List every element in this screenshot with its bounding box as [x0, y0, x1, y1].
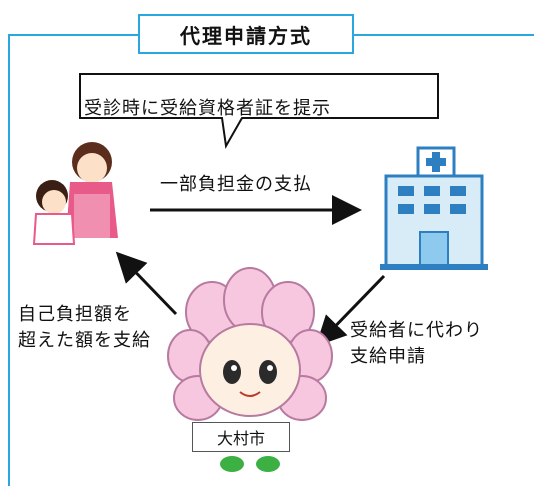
arrow-left-label: 自己負担額を 超えた額を支給 — [18, 302, 151, 354]
mother-child-illustration — [32, 142, 118, 245]
frame-line-left-top — [8, 34, 138, 36]
diagram-title: 代理申請方式 — [138, 14, 354, 54]
arrow-left-label-line2: 超えた額を支給 — [18, 330, 151, 351]
speech-bubble-text: 受診時に受給資格者証を提示 — [84, 98, 331, 119]
arrow-right-label: 受給者に代わり 支給申請 — [350, 318, 483, 370]
frame-line-right-top — [354, 34, 534, 36]
arrow-right-label-line1: 受給者に代わり — [350, 320, 483, 341]
frame-line-left — [8, 34, 10, 486]
arrow-city-to-patient — [115, 251, 178, 316]
city-mascot-illustration — [167, 267, 333, 472]
arrow-hospital-to-city — [315, 274, 386, 347]
city-sign: 大村市 — [192, 422, 290, 452]
arrow-right-label-line2: 支給申請 — [350, 346, 426, 367]
arrow-left-label-line1: 自己負担額を — [18, 304, 132, 325]
arrow-top-label: 一部負担金の支払 — [160, 174, 312, 195]
speech-bubble — [79, 73, 439, 150]
hospital-icon — [380, 146, 488, 270]
